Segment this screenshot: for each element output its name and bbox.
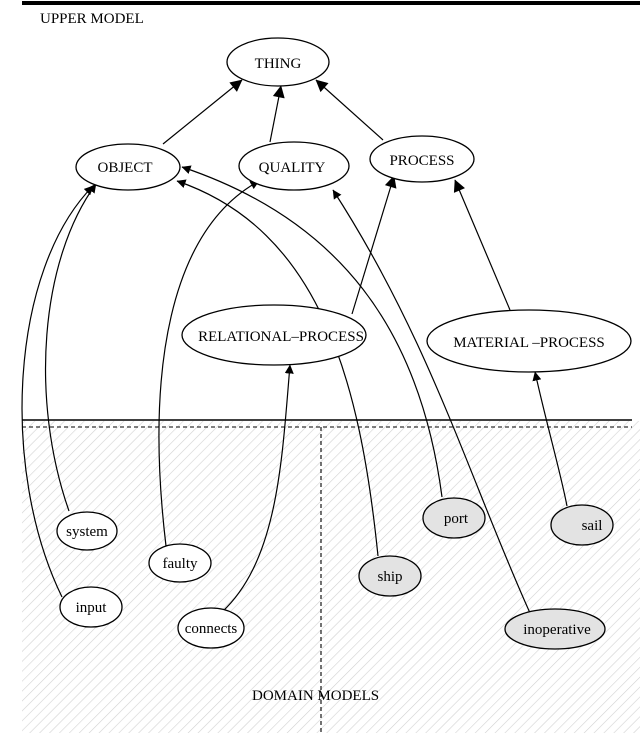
- node-system: system: [56, 511, 118, 551]
- node-object-label: OBJECT: [97, 160, 152, 176]
- node-quality-label: QUALITY: [259, 160, 326, 176]
- domain-models-region: [22, 421, 640, 733]
- node-sail: sail: [550, 504, 614, 546]
- node-port: port: [422, 497, 486, 539]
- node-object: OBJECT: [75, 143, 181, 191]
- edge-port-object: [181, 165, 443, 498]
- node-process-label: PROCESS: [389, 153, 454, 169]
- edge-relational-process: [351, 175, 397, 315]
- node-system-label: system: [66, 524, 108, 540]
- edge-material-process: [453, 179, 511, 311]
- node-ship: ship: [358, 555, 422, 597]
- upper-model-label: UPPER MODEL: [40, 11, 144, 27]
- edge-system-object: [44, 183, 97, 512]
- node-material-process-label: MATERIAL –PROCESS: [453, 335, 605, 351]
- node-port-label: port: [444, 511, 469, 527]
- node-sail-label: sail: [582, 518, 603, 534]
- node-relational-process: RELATIONAL–PROCESS: [181, 304, 367, 366]
- node-ship-label: ship: [377, 569, 402, 585]
- node-connects: connects: [177, 607, 245, 649]
- edge-process-thing: [315, 79, 384, 141]
- edge-input-object: [21, 185, 94, 598]
- node-thing: THING: [226, 37, 330, 87]
- node-inoperative-label: inoperative: [523, 622, 591, 638]
- node-inoperative: inoperative: [504, 608, 606, 650]
- edge-faulty-quality: [158, 180, 260, 547]
- node-thing-label: THING: [255, 56, 302, 72]
- node-relational-process-label: RELATIONAL–PROCESS: [198, 329, 364, 345]
- node-faulty: faulty: [148, 543, 212, 583]
- node-input-label: input: [76, 600, 108, 616]
- edge-sail-material: [532, 371, 568, 507]
- edge-inoperative-quality: [332, 189, 531, 614]
- edge-quality-thing: [269, 85, 285, 143]
- node-input: input: [59, 586, 123, 628]
- edge-connects-relational: [221, 364, 294, 613]
- node-quality: QUALITY: [238, 141, 350, 191]
- node-faulty-label: faulty: [163, 556, 198, 572]
- edge-object-thing: [162, 79, 243, 145]
- node-connects-label: connects: [185, 621, 238, 637]
- node-material-process: MATERIAL –PROCESS: [426, 309, 632, 373]
- domain-models-label: DOMAIN MODELS: [252, 688, 379, 704]
- node-process: PROCESS: [369, 135, 475, 183]
